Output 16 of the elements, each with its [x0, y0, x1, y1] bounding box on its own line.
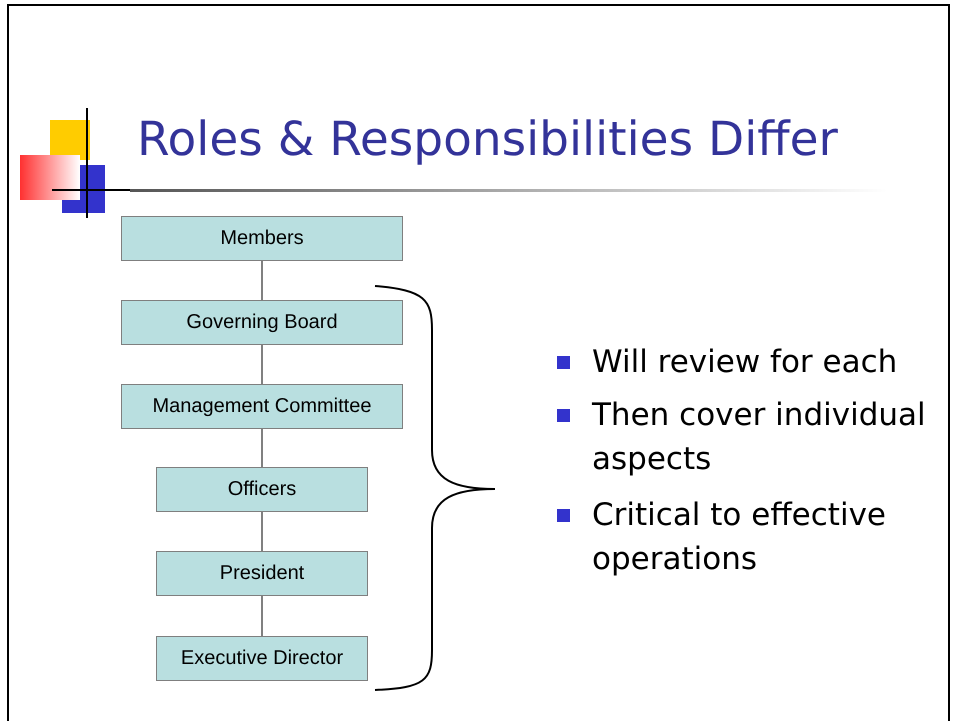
org-chart-box [121, 300, 403, 345]
org-chart-box [121, 216, 403, 261]
bullet-text: Will review for each [592, 343, 898, 382]
bullet-text: Critical to effective operations [592, 496, 887, 579]
bullet-text: Then cover individual aspects [592, 396, 927, 479]
org-chart-box [156, 551, 368, 596]
org-chart-box [121, 384, 403, 429]
box-label: Management Committee [152, 395, 372, 418]
box-label: Officers [228, 478, 296, 501]
box-label: Executive Director [180, 647, 344, 670]
box-label: Members [220, 227, 304, 250]
box-label: Governing Board [186, 311, 338, 334]
org-chart-box [156, 467, 368, 512]
box-label: President [220, 562, 304, 585]
slide-title: Roles & Responsibilities Differ [137, 112, 838, 167]
org-chart-box [156, 636, 368, 681]
